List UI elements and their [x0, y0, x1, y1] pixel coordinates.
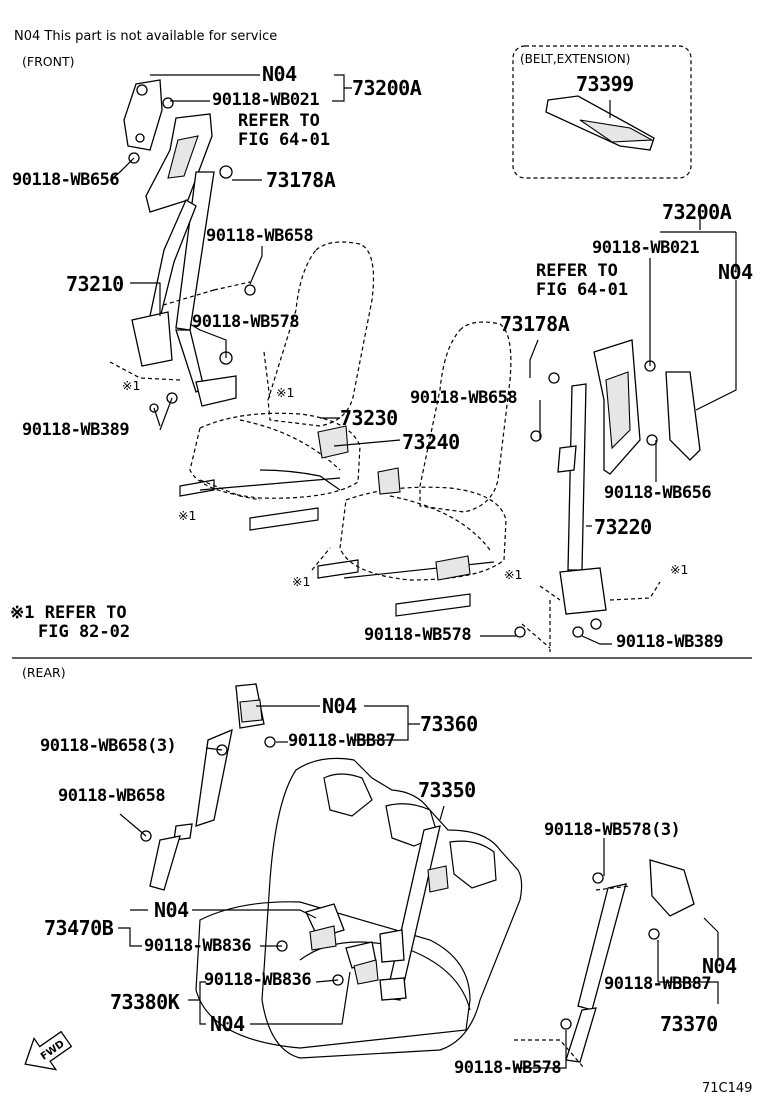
part-bolt-wb836-a: 90118-WB836 [144, 936, 252, 956]
part-bolt-wb658-right: 90118-WB658 [410, 388, 518, 408]
refer-fig-64-01-left: REFER TO FIG 64-01 [238, 112, 330, 150]
part-bolt-wb656-left: 90118-WB656 [12, 170, 120, 190]
part-73200a-left: 73200A [352, 76, 422, 100]
front-left-belt-webbing [131, 171, 237, 407]
part-bolt-wb578-front: 90118-WB578 [192, 312, 300, 332]
rear-right-belt [565, 859, 695, 1063]
front-right-height-adjuster [665, 371, 701, 461]
belt-extension-frame [512, 45, 692, 179]
part-bolt-wbb87-right: 90118-WBB87 [604, 974, 712, 994]
part-bolt-wb389-bottom: 90118-WB389 [616, 632, 724, 652]
rear-leader-lines [118, 705, 719, 1069]
refer-fig-64-01-right: REFER TO FIG 64-01 [536, 262, 628, 300]
part-73210: 73210 [66, 272, 124, 296]
fwd-arrow-icon [24, 1030, 73, 1071]
belt-extension-part-number: 73399 [576, 72, 634, 96]
ref-mark-5: ※1 [504, 567, 523, 582]
front-right-belt [557, 383, 607, 615]
part-n04-rear-right: N04 [702, 954, 737, 978]
part-bolt-wb021-left: 90118-WB021 [212, 90, 320, 110]
part-bolt-wb658-front: 90118-WB658 [206, 226, 314, 246]
part-73360: 73360 [420, 712, 478, 736]
part-73350: 73350 [418, 778, 476, 802]
part-73178a-right: 73178A [500, 312, 570, 336]
rear-section-label: (REAR) [22, 665, 66, 680]
front-right-seat [317, 321, 512, 617]
part-73380k: 73380K [110, 990, 180, 1014]
refer-line-1: REFER TO [238, 111, 320, 131]
part-n04-rear-k: N04 [210, 1012, 245, 1036]
part-bolt-wb578-bottom: 90118-WB578 [364, 625, 472, 645]
part-bolt-wb389-front: 90118-WB389 [22, 420, 130, 440]
part-bolt-wb578-3: 90118-WB578(3) [544, 820, 681, 840]
part-n04-front-right: N04 [718, 260, 753, 284]
belt-extension-part [545, 95, 655, 151]
rear-buckles [305, 903, 379, 985]
part-bolt-wbb87-rear: 90118-WBB87 [288, 731, 396, 751]
ref-mark-6: ※1 [670, 562, 689, 577]
part-73470b: 73470B [44, 916, 114, 940]
part-n04-rear-top: N04 [322, 694, 357, 718]
ref-mark-3: ※1 [178, 508, 197, 523]
belt-extension-title: (BELT,EXTENSION) [520, 52, 631, 66]
part-bolt-wb836-b: 90118-WB836 [204, 970, 312, 990]
rear-left-retractor [149, 683, 265, 891]
front-left-height-adjuster [123, 79, 163, 151]
part-73230: 73230 [340, 406, 398, 430]
ref-mark-4: ※1 [292, 574, 311, 589]
refer-fig-82-02: ※1 REFER TO FIG 82-02 [10, 604, 130, 642]
part-n04-front-left: N04 [262, 62, 297, 86]
ref-mark-2: ※1 [276, 385, 295, 400]
part-bolt-wb656-right: 90118-WB656 [604, 483, 712, 503]
front-right-shoulder-anchor [593, 339, 641, 475]
header-note: N04 This part is not available for servi… [14, 29, 278, 44]
front-section-label: (FRONT) [22, 54, 75, 69]
part-bolt-wb658-rear: 90118-WB658 [58, 786, 166, 806]
front-left-seat [179, 241, 375, 531]
refer-line-2: FIG 64-01 [238, 130, 331, 150]
part-n04-rear-b: N04 [154, 898, 189, 922]
refer-r-line-2: FIG 64-01 [536, 280, 629, 300]
part-73178a-left: 73178A [266, 168, 336, 192]
part-bolt-wb658-3: 90118-WB658(3) [40, 736, 177, 756]
front-right-bolts [514, 360, 658, 638]
front-leader-lines [109, 74, 737, 652]
refer-82-line-2: FIG 82-02 [38, 622, 131, 642]
part-73240: 73240 [402, 430, 460, 454]
rear-center-belt [379, 825, 449, 1001]
figure-id: 71C149 [702, 1081, 753, 1096]
refer-r-line-1: REFER TO [536, 261, 618, 281]
part-bolt-wb578-rear: 90118-WB578 [454, 1058, 562, 1078]
ref-mark-1: ※1 [122, 378, 141, 393]
part-73370: 73370 [660, 1012, 718, 1036]
refer-82-line-1: ※1 REFER TO [10, 603, 127, 623]
part-bolt-wb021-right: 90118-WB021 [592, 238, 700, 258]
part-73200a-right: 73200A [662, 200, 732, 224]
front-left-shoulder-anchor [145, 113, 213, 213]
part-73220: 73220 [594, 515, 652, 539]
